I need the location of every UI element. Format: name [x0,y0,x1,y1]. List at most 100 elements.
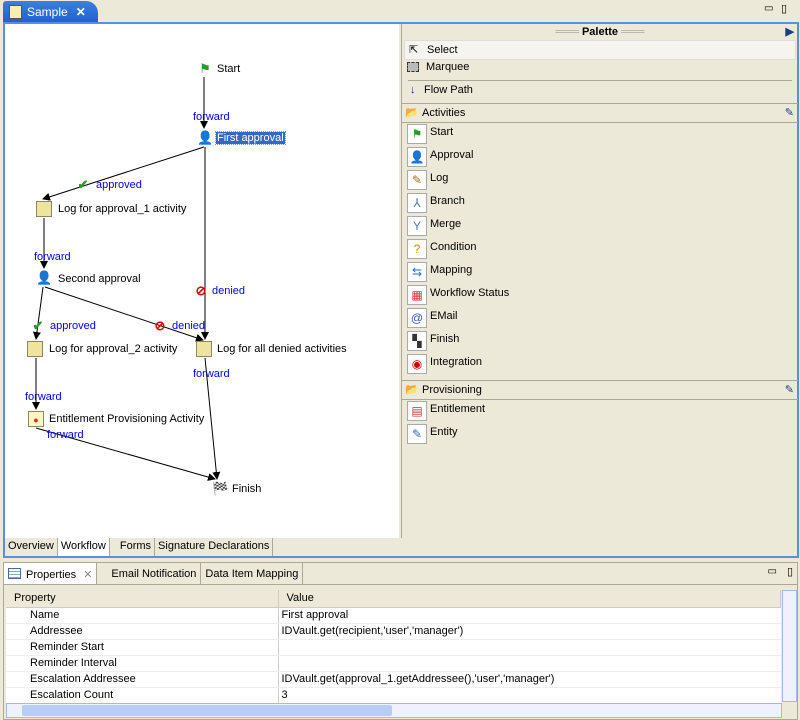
edge-label[interactable]: forward [34,251,71,263]
close-tab-icon[interactable]: ✕ [75,5,86,19]
node-log-denied[interactable]: Log for all denied activities [217,343,347,355]
node-first-approval[interactable]: First approval [215,131,286,145]
close-icon[interactable]: ✕ [83,569,93,581]
arrow-down-icon: ↓ [410,84,416,96]
property-value[interactable]: IDVault.get(recipient,'user','manager') [277,623,781,640]
property-value[interactable] [277,639,781,656]
palette-tool-marquee[interactable]: Marquee [404,58,796,78]
node-log2[interactable]: Log for approval_2 activity [49,343,178,355]
maximize-button[interactable]: ▯ [781,3,788,15]
column-header-value[interactable]: Value [278,590,781,608]
edge-label[interactable]: approved [96,179,142,191]
edge-second-log2[interactable] [32,286,44,340]
flag-icon: ⚑ [407,124,427,144]
activities-drawer[interactable]: 📂Activities✎ [402,103,798,123]
edge-label[interactable]: forward [193,111,230,123]
person-icon: 👤 [197,130,214,145]
entitlement-icon: ▤ [407,401,427,421]
property-name: Escalation Count [6,687,278,704]
branch-icon: ⅄ [407,193,427,213]
palette-tool-flow-path[interactable]: ↓Flow Path [404,81,796,101]
palette-activity-approval[interactable]: 👤Approval [404,146,796,167]
column-header-property[interactable]: Property [6,590,279,608]
edge-first-log1[interactable] [42,146,205,201]
edge-entitlement-finish[interactable] [35,427,216,481]
pin-icon[interactable]: ✎ [784,384,794,396]
editor-tab-sample[interactable]: Sample✕ [3,1,98,23]
property-value[interactable]: 3 [277,687,781,704]
person-icon: 👤 [407,147,427,167]
node-log1[interactable]: Log for approval_1 activity [58,203,187,215]
property-value[interactable] [277,655,781,672]
node-finish[interactable]: Finish [232,483,262,495]
entity-icon: ✎ [407,424,427,444]
log-icon [27,341,43,357]
node-entitlement[interactable]: Entitlement Provisioning Activity [49,413,205,425]
tab-properties[interactable]: Properties ✕ [4,563,98,584]
maximize-button[interactable]: ▯ [786,566,793,578]
property-row[interactable]: Reminder Interval [6,655,781,672]
workflow-status-icon: ▦ [407,285,427,305]
palette-activity-finish[interactable]: ▚Finish [404,330,796,351]
condition-icon: ? [407,239,427,259]
node-second-approval[interactable]: Second approval [58,273,141,285]
provisioning-drawer[interactable]: 📂Provisioning✎ [402,380,798,400]
merge-icon: Y [407,216,427,236]
node-start[interactable]: Start [217,63,241,75]
tab-data-item-mapping[interactable]: Data Item Mapping [201,563,304,584]
marquee-icon [407,62,419,72]
edge-label[interactable]: approved [50,320,96,332]
palette-activity-log[interactable]: ✎Log [404,169,796,190]
folder-open-icon: 📂 [405,384,419,396]
palette-activity-mapping[interactable]: ⇆Mapping [404,261,796,282]
palette-activity-start[interactable]: ⚑Start [404,123,796,144]
property-value[interactable]: First approval [277,607,781,624]
tab-forms[interactable]: Forms [110,538,156,556]
palette-provisioning-entity[interactable]: ✎Entity [404,423,796,444]
edge-label[interactable]: forward [193,368,230,380]
tab-email-notification[interactable]: Email Notification [97,563,202,584]
tab-overview[interactable]: Overview [5,538,58,556]
folder-open-icon: 📂 [405,107,419,119]
minimize-button[interactable]: ▭ [767,566,777,577]
edge-label[interactable]: forward [47,429,84,441]
pin-icon[interactable]: ✎ [784,107,794,119]
document-icon [9,5,22,19]
property-name: Reminder Start [6,639,278,656]
denied-icon: ⊘ [195,283,207,298]
vertical-scrollbar[interactable] [782,590,797,702]
property-row[interactable]: Reminder Start [6,639,781,656]
mapping-icon: ⇆ [407,262,427,282]
scrollbar-thumb[interactable] [22,705,392,716]
workflow-canvas[interactable]: ⚑ Start 👤 First approval Log for approva… [5,24,399,538]
edge-label[interactable]: denied [212,285,246,297]
minimize-button[interactable]: ▭ [764,3,774,14]
checkered-flag-icon: 🏁 [212,481,229,496]
palette-activity-condition[interactable]: ?Condition [404,238,796,259]
tab-signature-declarations[interactable]: Signature Declarations [155,538,274,556]
edge-label[interactable]: denied [172,320,206,332]
palette-title: ═══ Palette ═══ ▶ [555,26,794,38]
log-icon [36,201,52,217]
edge-label[interactable]: forward [25,391,62,403]
divider [408,80,792,81]
edge-denied-finish[interactable] [204,357,221,480]
palette-tool-select[interactable]: ⇱Select [404,40,796,60]
palette-activity-email[interactable]: @EMail [404,307,796,328]
palette-activity-branch[interactable]: ⅄Branch [404,192,796,213]
palette-activity-integration[interactable]: ◉Integration [404,353,796,374]
palette-activity-workflow-status[interactable]: ▦Workflow Status [404,284,796,305]
person-icon: 👤 [36,270,53,285]
edge-second-denied[interactable] [44,286,204,342]
property-value[interactable]: IDVault.get(approval_1.getAddressee(),'u… [277,671,781,688]
flag-icon: ⚑ [199,61,211,76]
tab-workflow[interactable]: Workflow [57,538,110,556]
horizontal-scrollbar[interactable] [6,703,782,718]
palette-provisioning-entitlement[interactable]: ▤Entitlement [404,400,796,421]
palette-collapse-arrow-icon[interactable]: ▶ [785,26,794,38]
